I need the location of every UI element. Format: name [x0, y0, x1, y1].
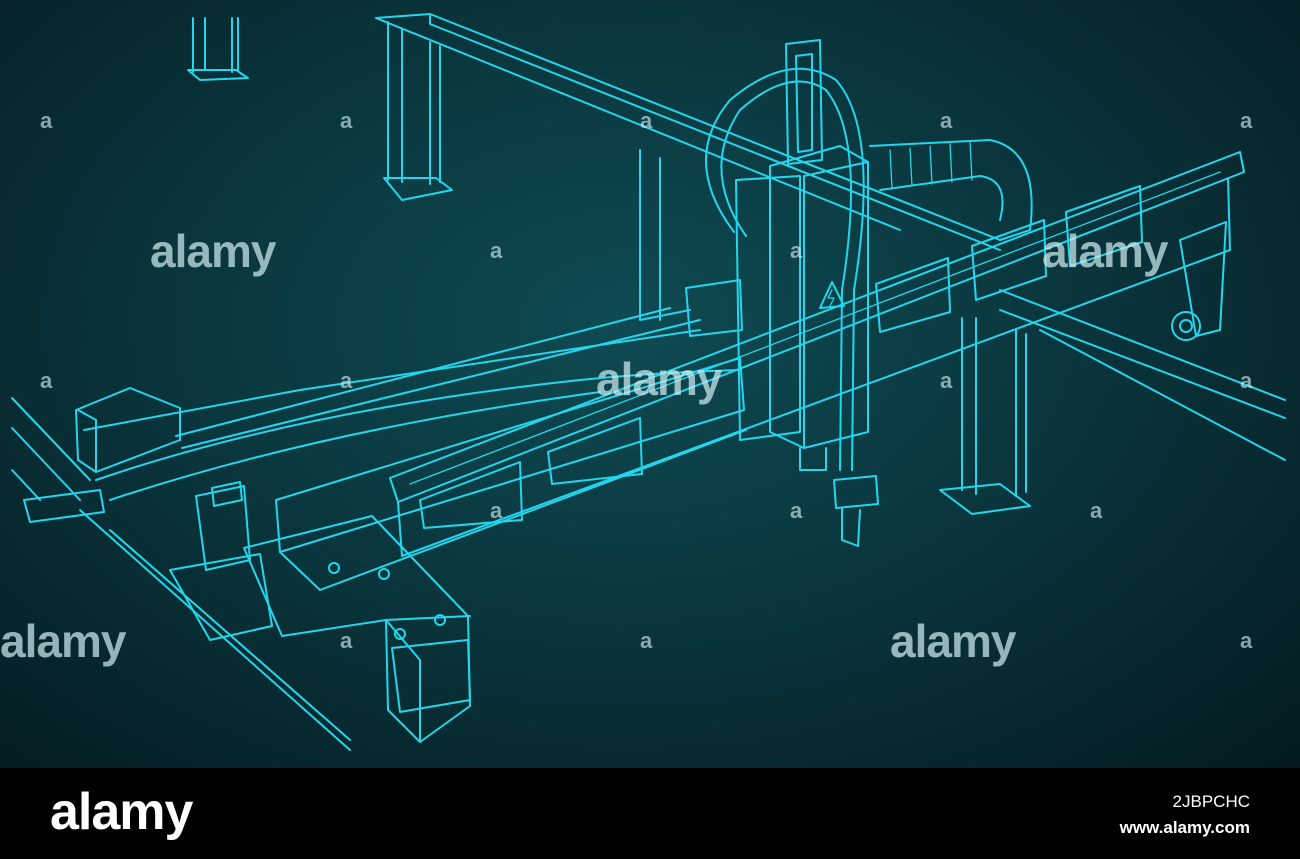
- front-gearbox: [243, 515, 471, 743]
- watermark-letter: a: [340, 628, 353, 653]
- watermark-letter: a: [640, 108, 653, 133]
- right-rail: [999, 289, 1286, 461]
- watermark-letter: a: [490, 498, 503, 523]
- blueprint-illustration: alamy alamy alamy alamy alamy a a a a a …: [0, 0, 1300, 768]
- watermark-letter: a: [790, 238, 803, 263]
- right-end-carriage: [1171, 221, 1227, 341]
- watermark-letter: a: [340, 368, 353, 393]
- drive-motor: [169, 481, 273, 641]
- watermark-text: alamy: [596, 353, 722, 405]
- image-id: 2JBPCHC: [1172, 792, 1250, 811]
- alamy-logo: alamy: [50, 783, 193, 841]
- watermark-letter: a: [340, 108, 353, 133]
- watermark-letter: a: [1240, 108, 1253, 133]
- cnc-plasma-gantry-drawing: [11, 13, 1286, 751]
- left-rails: [11, 397, 351, 751]
- top-rail-beam: [375, 13, 1001, 321]
- watermark-letter: a: [1240, 368, 1253, 393]
- site-url: www.alamy.com: [1119, 818, 1250, 837]
- left-arm-beam: [83, 329, 747, 591]
- high-voltage-warning-icon: [819, 281, 845, 309]
- watermark-text: alamy: [150, 225, 276, 277]
- torch-hose: [705, 67, 865, 471]
- watermark-letter: a: [940, 108, 953, 133]
- torch-carriage: [685, 39, 879, 547]
- watermark-letter: a: [40, 368, 53, 393]
- watermark-text: alamy: [0, 615, 126, 667]
- watermark-letter: a: [40, 108, 53, 133]
- watermark-text: alamy: [1042, 225, 1168, 277]
- watermark-letter: a: [1240, 628, 1253, 653]
- support-post-center: [383, 21, 453, 201]
- watermark-letter: a: [640, 628, 653, 653]
- watermark-letter: a: [1090, 498, 1103, 523]
- watermark-letter: a: [490, 238, 503, 263]
- stock-footer-bar: alamy 2JBPCHC www.alamy.com: [0, 768, 1300, 859]
- watermark-letter: a: [940, 368, 953, 393]
- watermark-text: alamy: [890, 615, 1016, 667]
- support-post-left: [187, 17, 249, 81]
- watermark-letter: a: [790, 498, 803, 523]
- junction-box: [75, 387, 181, 473]
- cable-drag-chain: [869, 139, 1033, 241]
- support-post-right: [939, 317, 1031, 515]
